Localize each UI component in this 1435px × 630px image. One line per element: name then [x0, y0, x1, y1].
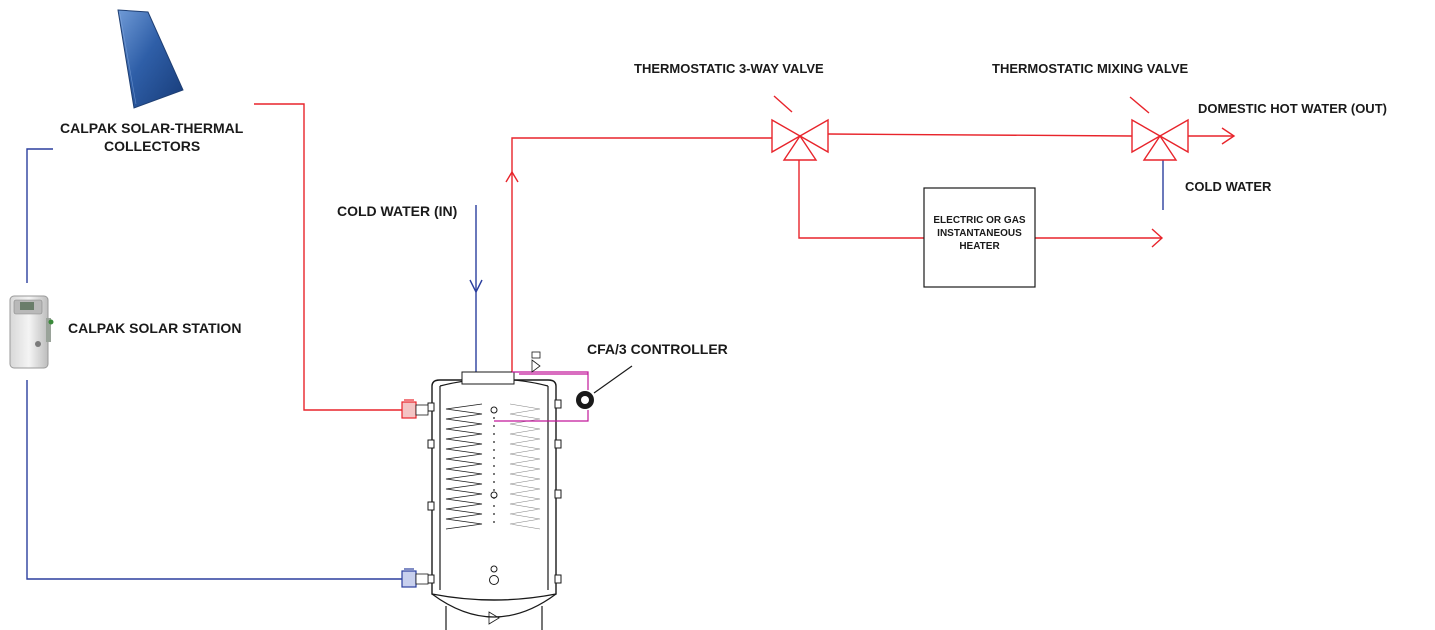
- sensor-well-dot: [493, 465, 495, 467]
- three-way-valve-label: THERMOSTATIC 3-WAY VALVE: [634, 61, 824, 76]
- solar-panel-icon: [118, 10, 183, 108]
- controller-leader-line: [594, 366, 632, 393]
- controller-label: CFA/3 CONTROLLER: [587, 341, 728, 357]
- mixing-valve-label: THERMOSTATIC MIXING VALVE: [992, 61, 1189, 76]
- hot-water-outlet-pipe: [1188, 128, 1234, 144]
- cold-water-in-label: COLD WATER (IN): [337, 203, 457, 219]
- valve-link-pipe: [828, 134, 1132, 136]
- sensor-well-dot: [493, 417, 495, 419]
- collectors-label-line1: CALPAK SOLAR-THERMAL: [60, 120, 244, 136]
- sensor-well-dot: [493, 433, 495, 435]
- cold-water-label: COLD WATER: [1185, 179, 1272, 194]
- heater-label-line2: INSTANTANEOUS: [937, 228, 1022, 239]
- sensor-well-dot: [493, 457, 495, 459]
- storage-tank-icon: [428, 372, 561, 630]
- heater-label-line3: HEATER: [959, 241, 1000, 252]
- sensor-well-dot: [493, 505, 495, 507]
- sensor-well-dot: [493, 481, 495, 483]
- hot-water-out-label: DOMESTIC HOT WATER (OUT): [1198, 101, 1387, 116]
- sensor-well-dot: [493, 513, 495, 515]
- solar-station-label: CALPAK SOLAR STATION: [68, 320, 241, 336]
- sensor-well-dot: [493, 489, 495, 491]
- heater-label-line1: ELECTRIC OR GAS: [933, 215, 1026, 226]
- sensor-well-dot: [493, 497, 495, 499]
- sensor-well-dot: [493, 441, 495, 443]
- coil-winding-back: [510, 404, 540, 529]
- collector-return-valve-icon: [402, 569, 428, 587]
- collector-inlet-valve-icon: [402, 400, 428, 418]
- circulator-pump-icon: [576, 391, 594, 409]
- sensor-well-dot: [493, 449, 495, 451]
- coil-winding: [446, 404, 482, 529]
- three-way-valve-icon: [772, 96, 828, 160]
- collectors-label-line2: COLLECTORS: [104, 138, 200, 154]
- collector-flow-pipe: [254, 104, 403, 410]
- cold-water-inlet-pipe: [470, 205, 482, 373]
- heat-exchanger-coil: [446, 404, 540, 529]
- sensor-well-dot: [493, 425, 495, 427]
- mixing-valve-icon: [1130, 97, 1188, 160]
- sensor-well-dot: [493, 473, 495, 475]
- safety-valve-icon: [532, 352, 540, 372]
- pump-station-icon: [10, 296, 54, 368]
- sensor-well-dot: [493, 521, 495, 523]
- tank-hot-outlet-pipe: [506, 138, 772, 372]
